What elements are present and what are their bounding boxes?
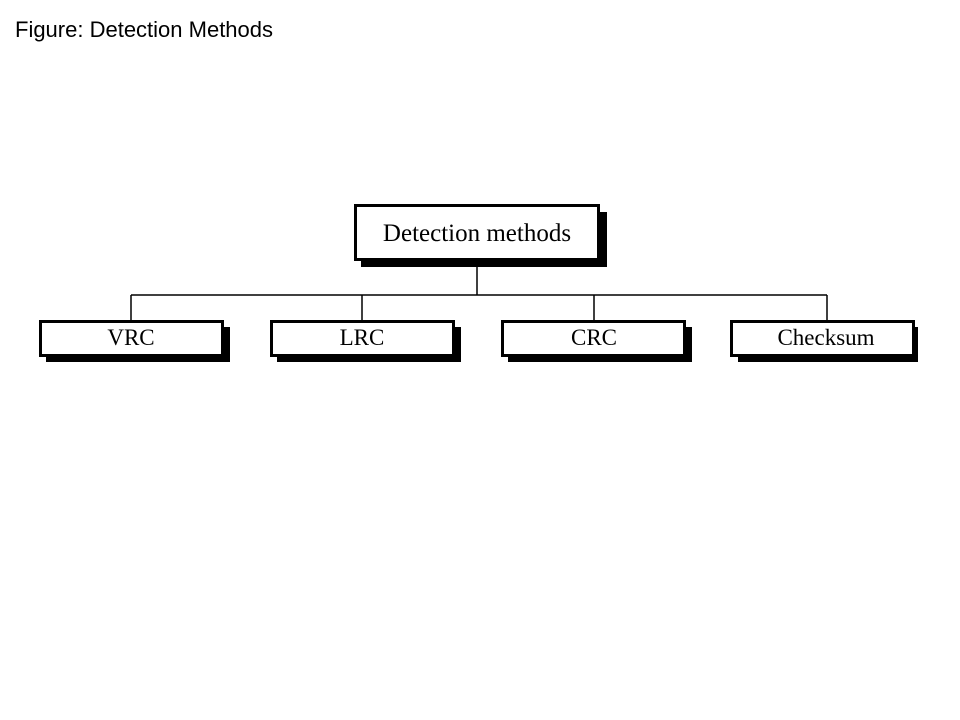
root-node-label: Detection methods (383, 220, 571, 247)
child-node-vrc-box (39, 320, 224, 357)
child-node-lrc: LRC (270, 320, 461, 362)
child-node-vrc-label: VRC (107, 325, 154, 350)
child-node-checksum-label: Checksum (777, 325, 874, 350)
child-node-checksum-box (730, 320, 915, 357)
child-node-lrc-label: LRC (340, 325, 385, 350)
tree-connectors (130, 261, 828, 321)
child-node-crc: CRC (501, 320, 692, 362)
root-node: Detection methods (354, 204, 607, 267)
child-node-lrc-box (270, 320, 455, 357)
child-node-crc-box (501, 320, 686, 357)
child-node-vrc: VRC (39, 320, 230, 362)
root-node-box (354, 204, 600, 261)
child-node-crc-label: CRC (571, 325, 617, 350)
figure-caption: Figure: Detection Methods (15, 17, 274, 42)
child-node-checksum: Checksum (730, 320, 918, 362)
